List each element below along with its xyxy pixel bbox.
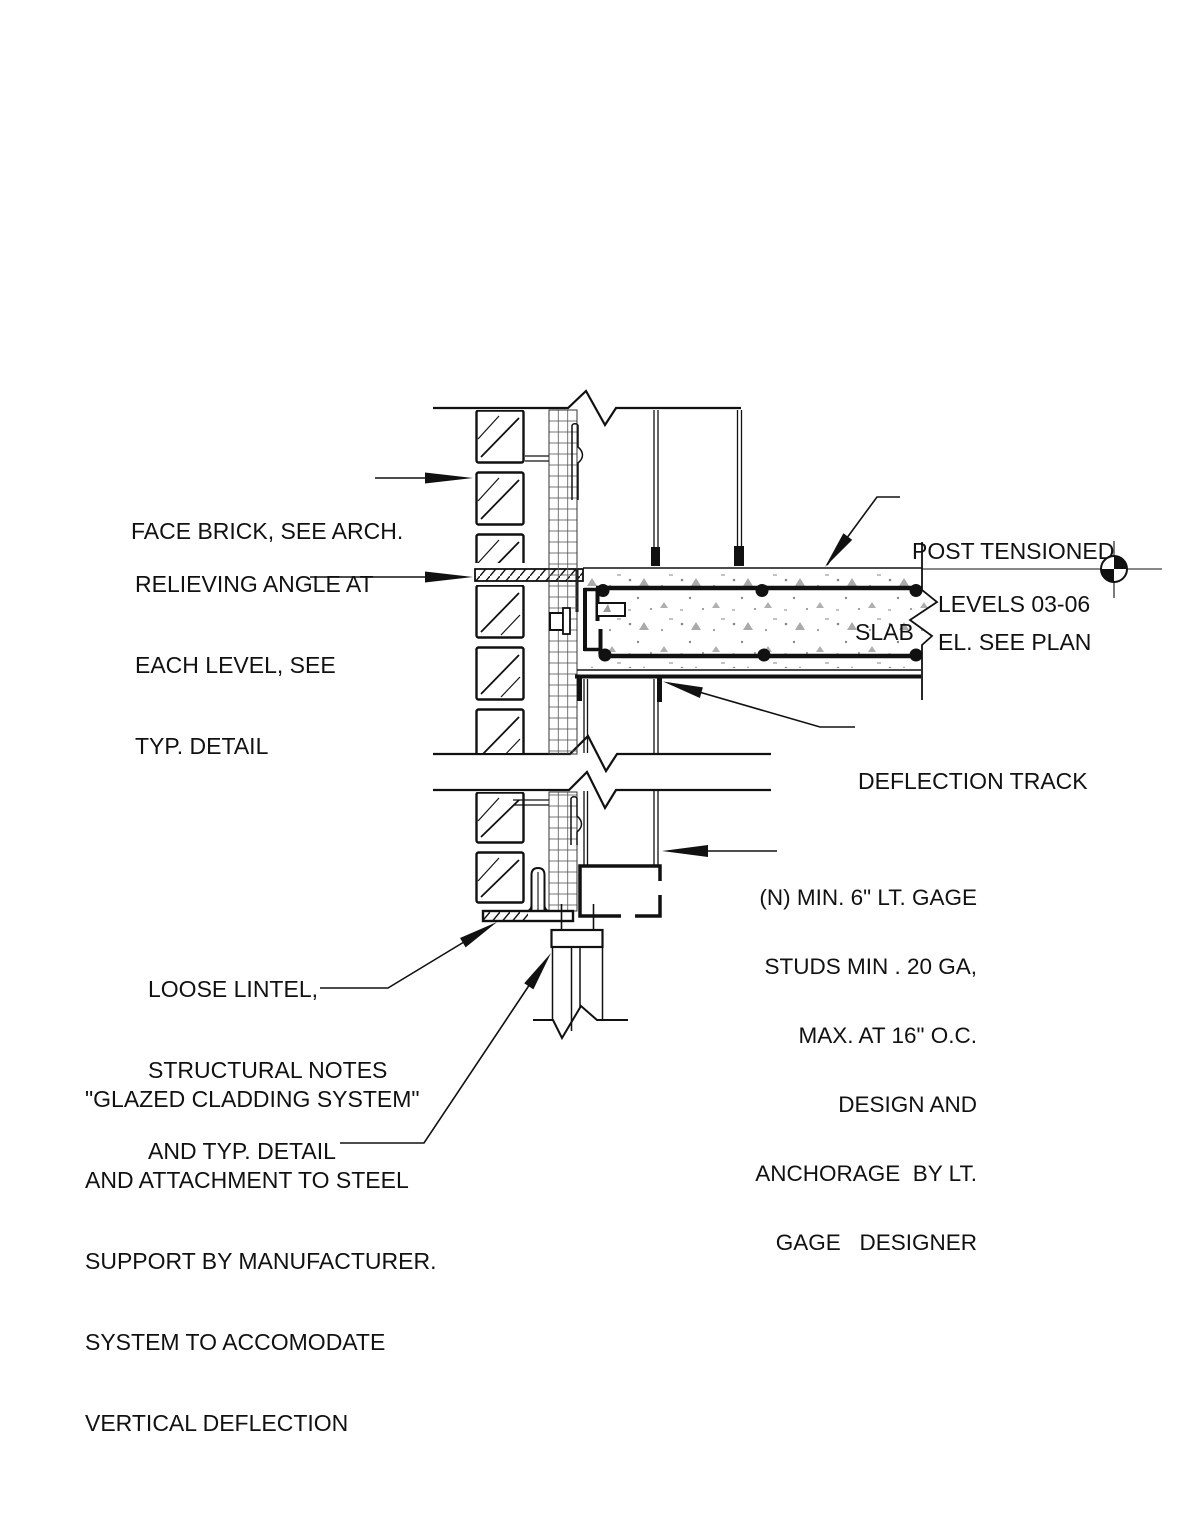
top-cut-line	[433, 389, 741, 428]
deflection-track	[577, 678, 662, 702]
upper-stud-wall	[651, 410, 744, 566]
anchor-bolt	[549, 612, 564, 631]
face-brick-veneer	[475, 410, 525, 911]
level-datum	[922, 541, 1162, 598]
label-relieving-angle: RELIEVING ANGLE AT EACH LEVEL, SEE TYP. …	[135, 517, 374, 814]
label-line: VERTICAL DEFLECTION	[85, 1410, 349, 1436]
rebar-dots	[596, 584, 923, 662]
label-line: STRUCTURAL NOTES	[148, 1057, 388, 1083]
mullion-break	[533, 1004, 628, 1041]
label-line: SYSTEM TO ACCOMODATE	[85, 1329, 386, 1355]
header-box	[578, 864, 664, 921]
leader-glazed-cladding	[340, 959, 547, 1144]
label-line: GAGE DESIGNER	[775, 1230, 977, 1255]
label-line: LOOSE LINTEL,	[148, 976, 319, 1002]
label-stud-note: (N) MIN. 6" LT. GAGE STUDS MIN . 20 GA, …	[660, 840, 977, 1300]
mid-break-line-upper	[433, 734, 771, 774]
brick-ties	[513, 423, 584, 845]
loose-lintel	[481, 866, 575, 923]
mid-break-line-lower	[433, 770, 771, 811]
label-line: EL. SEE PLAN	[938, 629, 1092, 655]
tie-clip-upper	[571, 423, 584, 500]
label-line: EACH LEVEL, SEE	[135, 652, 336, 678]
label-line: POST TENSIONED	[912, 538, 1115, 564]
label-face-brick-line: FACE BRICK, SEE ARCH.	[131, 518, 404, 544]
mullion-cap	[550, 928, 604, 949]
glazed-mullion	[533, 904, 628, 1041]
label-loose-lintel: LOOSE LINTEL, STRUCTURAL NOTES AND TYP. …	[148, 922, 387, 1219]
label-line: AND ATTACHMENT TO STEEL	[85, 1167, 409, 1193]
label-face-brick: FACE BRICK, SEE ARCH.	[131, 464, 403, 599]
slab-edge-form	[583, 587, 601, 652]
label-line: STUDS MIN . 20 GA,	[764, 954, 977, 979]
label-line: MAX. AT 16" O.C.	[798, 1023, 977, 1048]
leader-deflection-track	[667, 682, 855, 728]
arrowheads	[425, 472, 853, 990]
bottom-track-tick	[734, 546, 744, 566]
label-levels: LEVELS 03-06	[938, 537, 1090, 672]
sheathing	[548, 409, 578, 912]
break-lines	[433, 389, 771, 811]
post-tensioned-slab	[575, 542, 939, 700]
label-line: ANCHORAGE BY LT.	[755, 1161, 977, 1186]
label-line: TYP. DETAIL	[135, 733, 269, 759]
label-elevation: EL. SEE PLAN	[938, 575, 1091, 710]
label-line: AND TYP. DETAIL	[148, 1138, 336, 1164]
label-line: (N) MIN. 6" LT. GAGE	[759, 885, 977, 910]
label-post-tensioned-slab: POST TENSIONED SLAB	[855, 484, 1114, 700]
bottom-track-tick	[651, 547, 660, 566]
label-line: DESIGN AND	[838, 1092, 977, 1117]
label-line: RELIEVING ANGLE AT	[135, 571, 374, 597]
label-line: LEVELS 03-06	[938, 591, 1091, 617]
embed-plate	[596, 602, 626, 617]
leader-loose-lintel	[320, 924, 493, 989]
label-deflection-track: DEFLECTION TRACK	[858, 714, 1088, 849]
tie-clip-lower	[570, 796, 583, 845]
label-line: SLAB	[855, 619, 914, 645]
lower-stud-wall	[583, 679, 659, 866]
label-line: DEFLECTION TRACK	[858, 768, 1088, 794]
label-line: SUPPORT BY MANUFACTURER.	[85, 1248, 437, 1274]
label-line: "GLAZED CLADDING SYSTEM"	[85, 1086, 420, 1112]
label-glazed-cladding: "GLAZED CLADDING SYSTEM" AND ATTACHMENT …	[85, 1032, 436, 1491]
